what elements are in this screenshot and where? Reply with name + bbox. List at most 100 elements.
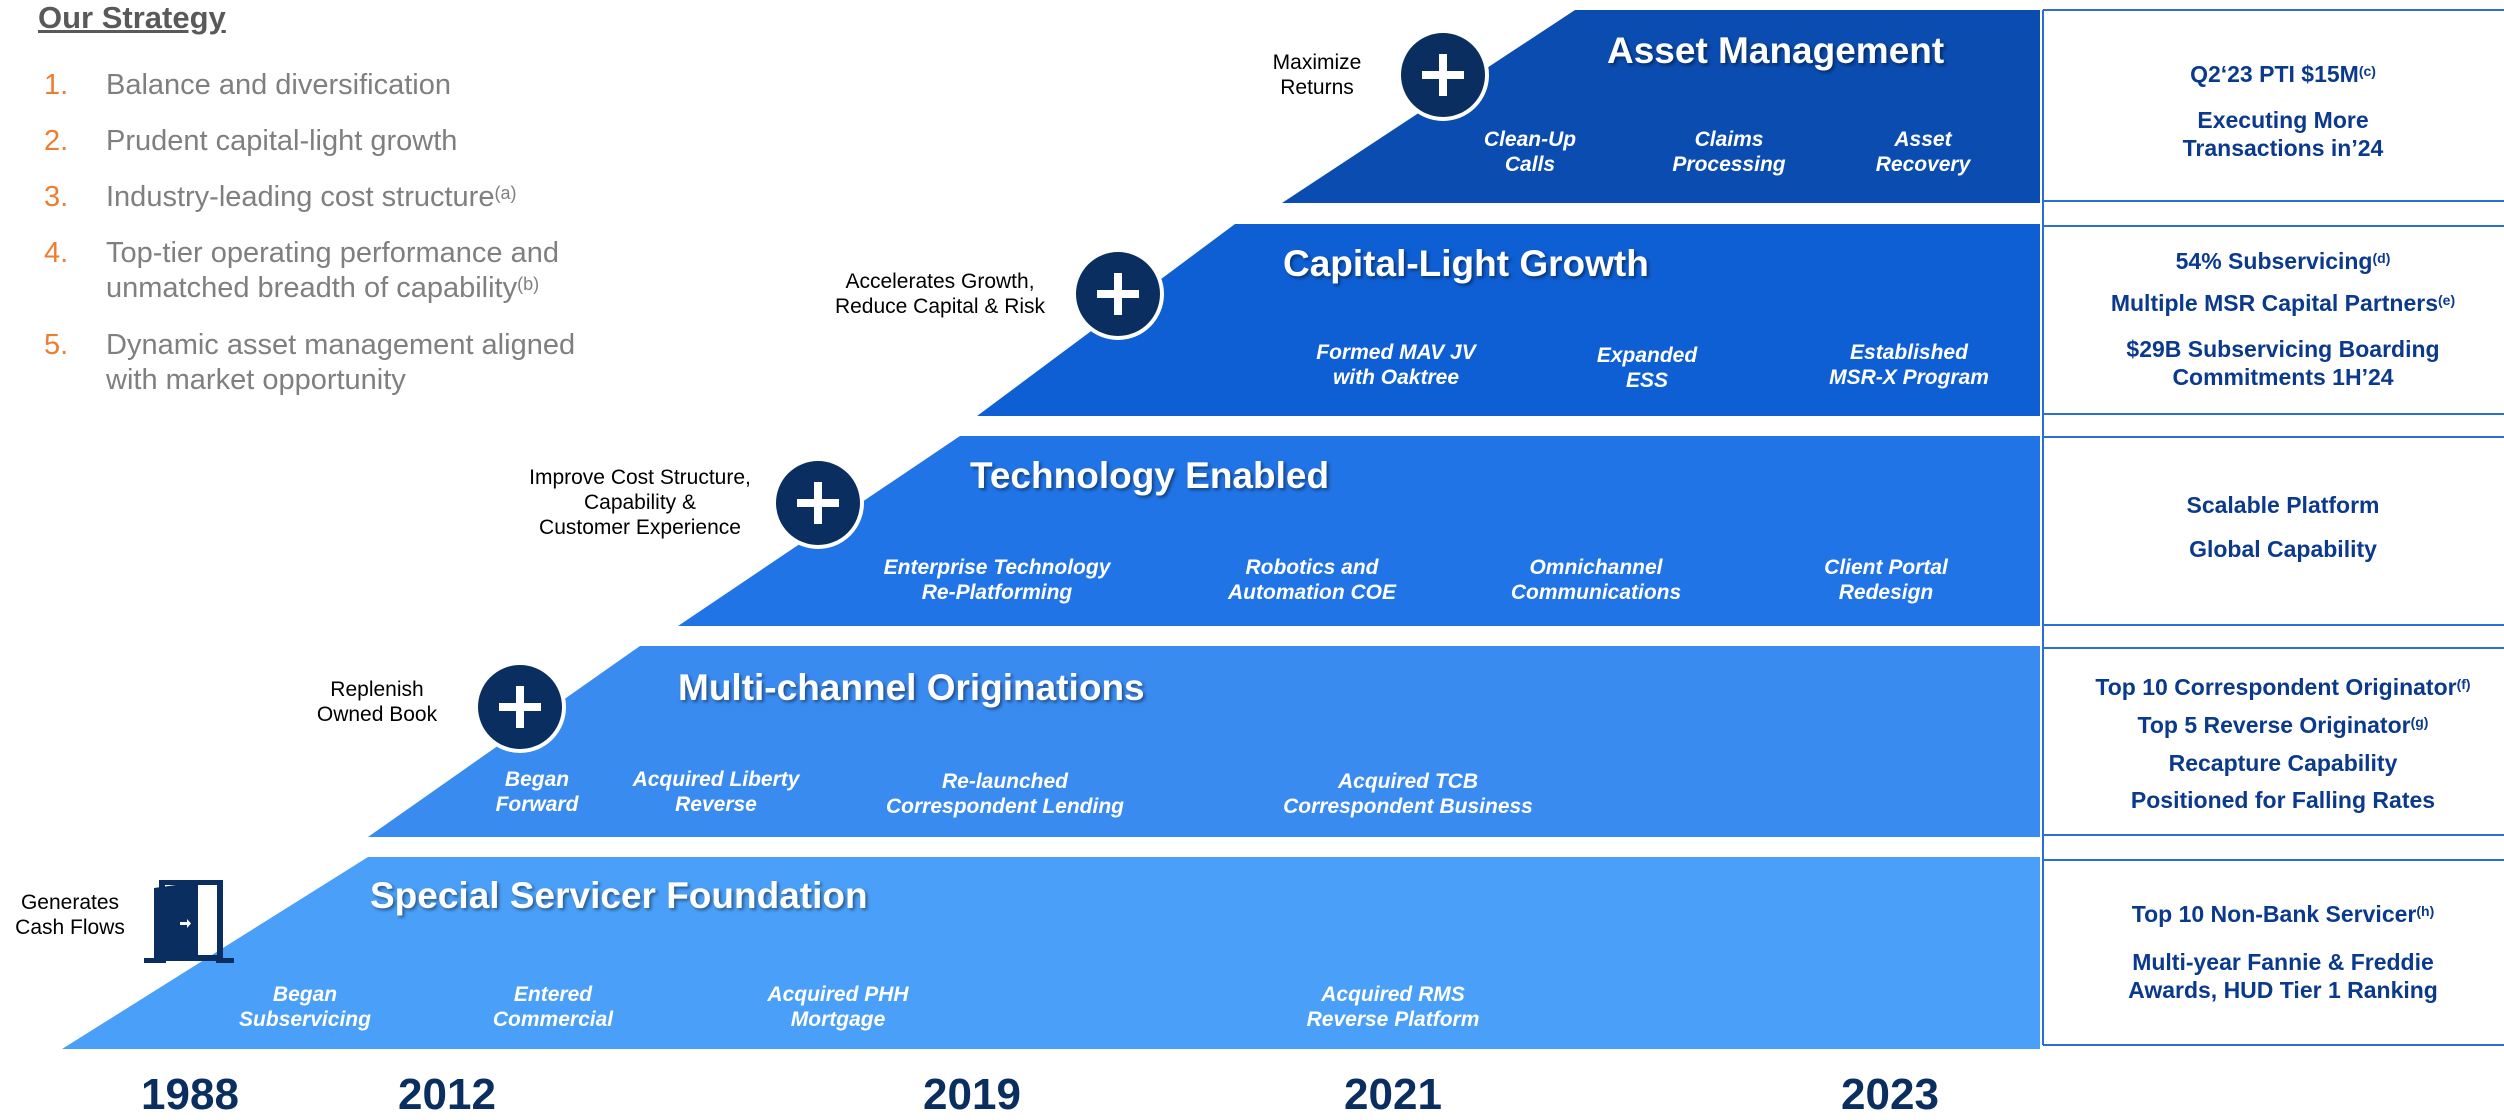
strategy-item-line: Prudent capital-light growth (106, 125, 458, 157)
strategy-item-line: Top-tier operating performance and (106, 237, 559, 269)
step-title: Asset Management (1607, 30, 1945, 71)
milestone-line: Formed MAV JV (1316, 341, 1476, 364)
strategy-item-text: Industry-leading cost structure(a) (106, 180, 516, 215)
milestone-line: Correspondent Business (1283, 795, 1533, 818)
milestone-line: Expanded (1596, 344, 1698, 367)
footnote-marker: (f) (2456, 676, 2471, 692)
step-2-shape (368, 646, 2040, 837)
step-title: Technology Enabled (970, 455, 1330, 496)
result-line: Commitments 1H’24 (2058, 363, 2504, 391)
result-line: Recapture Capability (2058, 749, 2504, 777)
step-3-shape (678, 436, 2040, 626)
plus-icon (772, 457, 864, 549)
milestone-line: Client Portal (1824, 556, 1948, 579)
milestone-line: Began (504, 768, 570, 791)
milestone-line: Calls (1504, 153, 1556, 176)
footnote-marker: (e) (2438, 292, 2456, 308)
strategy-item-number: 4. (44, 237, 69, 269)
result-text: Scalable Platform (2186, 492, 2380, 518)
milestone-line: ESS (1625, 369, 1669, 392)
strategy-item-text: Prudent capital-light growth (106, 124, 457, 159)
result-item: Multiple MSR Capital Partners(e) (2058, 289, 2504, 317)
side-label-line: Accelerates Growth, (845, 270, 1035, 293)
milestone-line: Redesign (1838, 581, 1934, 604)
result-text: Multiple MSR Capital Partners (2110, 290, 2439, 316)
result-item: Global Capability (2058, 535, 2504, 563)
milestone-line: Asset (1894, 128, 1952, 151)
result-text: Multi-year Fannie & Freddie (2132, 949, 2434, 975)
strategy-item: 1.Balance and diversification (44, 68, 451, 103)
result-item: Top 5 Reverse Originator(g) (2058, 711, 2504, 739)
result-line: Executing More (2058, 106, 2504, 134)
strategy-item-number: 3. (44, 181, 69, 213)
milestone-line: Processing (1672, 153, 1786, 176)
result-line: Top 5 Reverse Originator(g) (2058, 711, 2504, 739)
side-label-line: Customer Experience (539, 516, 741, 539)
result-line: Top 10 Correspondent Originator(f) (2058, 673, 2504, 701)
side-label-line: Returns (1280, 76, 1354, 99)
side-label-line: Maximize (1272, 51, 1362, 74)
strategy-item: 3. Industry-leading cost structure(a) (44, 180, 516, 215)
footnote-marker: (d) (2372, 250, 2391, 266)
strategy-item-line: Industry-leading cost structure (106, 181, 495, 213)
result-line: Scalable Platform (2058, 491, 2504, 519)
milestone-line: Acquired RMS (1321, 983, 1465, 1006)
plus-icon (474, 661, 566, 753)
footnote-marker: (b) (517, 274, 540, 294)
result-text: 54% Subservicing (2175, 248, 2373, 274)
result-text: Positioned for Falling Rates (2130, 787, 2436, 813)
plus-icon (1397, 29, 1489, 121)
milestone-line: Clean-Up (1483, 128, 1577, 151)
result-text: $29B Subservicing Boarding (2126, 336, 2440, 362)
milestone-line: Communications (1510, 581, 1682, 604)
milestone-line: Robotics and (1245, 556, 1379, 579)
milestone-line: Forward (495, 793, 579, 816)
milestone-line: Reverse Platform (1306, 1008, 1480, 1031)
milestone-line: MSR-X Program (1829, 366, 1989, 389)
result-line: Top 10 Non-Bank Servicer(h) (2058, 900, 2504, 928)
result-line: Awards, HUD Tier 1 Ranking (2058, 976, 2504, 1004)
year-label: 2021 (1344, 1070, 1442, 1119)
milestone-line: Acquired PHH (767, 983, 909, 1006)
plus-icon (1072, 248, 1164, 340)
strategy-item-number: 1. (44, 69, 69, 101)
side-label: Accelerates Growth,Reduce Capital & Risk (835, 269, 1045, 319)
side-label-line: Replenish (330, 678, 424, 701)
step-1-shape (62, 857, 2040, 1049)
side-label-line: Capability & (583, 491, 697, 514)
result-item: Positioned for Falling Rates (2058, 786, 2504, 814)
footnote-marker: (a) (494, 183, 517, 203)
footnote-marker: (c) (2358, 63, 2376, 79)
result-text: Q2‘23 PTI $15M (2190, 61, 2359, 87)
year-label: 2019 (923, 1070, 1021, 1119)
side-label-line: Improve Cost Structure, (529, 466, 751, 489)
milestone-line: Established (1850, 341, 1968, 364)
result-line: Positioned for Falling Rates (2058, 786, 2504, 814)
result-text: Global Capability (2189, 536, 2377, 562)
result-item: Top 10 Correspondent Originator(f) (2058, 673, 2504, 701)
milestone-line: Subservicing (239, 1008, 371, 1031)
step-title: Multi-channel Originations (678, 667, 1145, 708)
